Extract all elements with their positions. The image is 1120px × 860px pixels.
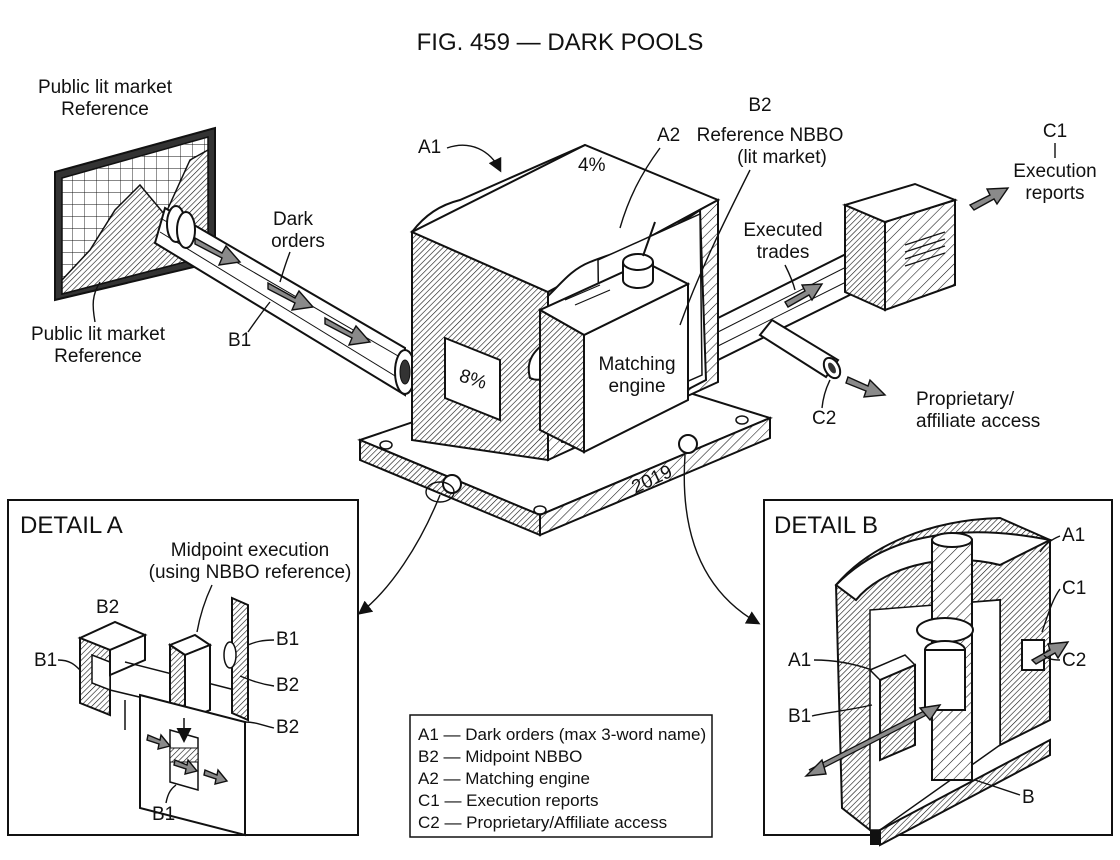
engine-label-2: engine — [608, 376, 665, 397]
detail-b-c1-leader — [1041, 588, 1061, 633]
detail-a-b2-lower-leader — [244, 721, 275, 729]
prop-label-1: Proprietary/ — [916, 389, 1015, 410]
a2-main-leader — [619, 147, 661, 229]
legend-item-b2: B2 — Midpoint NBBO — [418, 747, 582, 766]
lit-market-panel — [54, 126, 216, 302]
ref-nbbo-leader — [679, 169, 751, 326]
b1-pipe-label: B1 — [228, 330, 251, 351]
engine-label-1: Matching — [598, 354, 675, 375]
legend-item-a1: A1 — Dark orders (max 3-word name) — [418, 725, 706, 744]
detail-a-b2-top: B2 — [96, 597, 119, 618]
dark-orders-arrows — [194, 236, 372, 346]
a1-main-label: A1 — [418, 137, 441, 158]
detail-b-b1-left-leader — [811, 704, 873, 717]
detail-b-b-leader — [974, 779, 1021, 796]
matching-engine-block — [537, 221, 691, 454]
detail-b-b1-left: B1 — [788, 706, 811, 727]
detail-a-b2-lower: B2 — [276, 717, 299, 738]
executed-trades-arrow — [784, 283, 824, 308]
legend-item-a2: A2 — Matching engine — [418, 769, 590, 788]
detail-a-b1-bottom: B1 — [152, 804, 175, 825]
detail-b-frame — [763, 499, 1113, 836]
detail-a-b2-right-leader — [239, 675, 275, 687]
detail-b-c1: C1 — [1062, 578, 1086, 599]
prop-label-2: affiliate access — [916, 411, 1040, 432]
detail-a-midpoint-2: (using NBBO reference) — [149, 562, 352, 583]
lit-market-bottom-label-2: Reference — [54, 346, 142, 367]
executed-trades-label-2: trades — [757, 242, 810, 263]
detail-a-b1-left-leader — [57, 659, 81, 671]
c1-main-label: C1 — [1043, 121, 1067, 142]
lit-market-leader — [92, 281, 101, 323]
legend-item-c1: C1 — Execution reports — [418, 791, 598, 810]
detail-b-a1-top: A1 — [1062, 525, 1085, 546]
c2-main-leader — [821, 379, 831, 409]
detail-b-b-bottom: B — [1022, 787, 1035, 808]
legend-box — [409, 714, 713, 838]
b1-pipe-leader — [247, 301, 271, 333]
executed-trades-leader — [784, 264, 796, 291]
detail-b-c1-arrow — [1030, 641, 1070, 665]
lit-market-top-label-2: Reference — [61, 99, 149, 120]
detail-a-b2-right: B2 — [276, 675, 299, 696]
executed-trades-label-1: Executed — [743, 220, 822, 241]
detail-b-c2-leader — [1043, 654, 1061, 661]
detail-a-drawing — [77, 596, 249, 837]
detail-a-pointer — [357, 494, 441, 615]
ref-nbbo-label-1: Reference NBBO — [697, 125, 844, 146]
lit-market-top-label-1: Public lit market — [38, 77, 173, 98]
b2-main-label: B2 — [748, 95, 771, 116]
a2-main-label: A2 — [657, 125, 680, 146]
dark-orders-label-2: orders — [271, 231, 325, 252]
detail-a-b1-right: B1 — [276, 629, 299, 650]
detail-a-frame — [7, 499, 359, 836]
detail-a-midpoint-1: Midpoint execution — [171, 540, 329, 561]
affiliate-access-arrow — [845, 376, 887, 398]
ref-nbbo-label-2: (lit market) — [737, 147, 827, 168]
legend-item-c2: C2 — Proprietary/Affiliate access — [418, 813, 667, 832]
detail-b-drawing — [834, 516, 1054, 847]
detail-b-title: DETAIL B — [774, 512, 878, 539]
detail-b-a1-top-leader — [1039, 535, 1061, 553]
execution-reports-label-2: reports — [1025, 183, 1084, 204]
detail-a-title: DETAIL A — [20, 512, 123, 539]
detail-a-b1-right-leader — [247, 639, 275, 646]
detail-a-b1-bottom-leader — [165, 784, 177, 804]
execution-reports-arrow — [968, 187, 1010, 211]
pct-top-label: 4% — [578, 155, 606, 176]
execution-reports-label-1: Execution — [1013, 161, 1096, 182]
lit-market-bottom-label-1: Public lit market — [31, 324, 166, 345]
detail-a-b1-left: B1 — [34, 650, 57, 671]
figure-title: FIG. 459 — DARK POOLS — [417, 29, 704, 56]
detail-b-a1-left: A1 — [788, 650, 811, 671]
execution-reports-box — [842, 182, 958, 312]
c2-main-label: C2 — [812, 408, 836, 429]
detail-b-a1-left-leader — [813, 659, 873, 671]
dark-orders-label-1: Dark — [273, 209, 314, 230]
detail-b-pointer — [683, 454, 761, 625]
detail-a-midpoint-leader — [196, 584, 213, 633]
detail-b-c2: C2 — [1062, 650, 1086, 671]
a1-main-leader — [446, 144, 502, 173]
affiliate-access-pipe — [758, 318, 842, 380]
dark-orders-leader — [279, 251, 291, 283]
